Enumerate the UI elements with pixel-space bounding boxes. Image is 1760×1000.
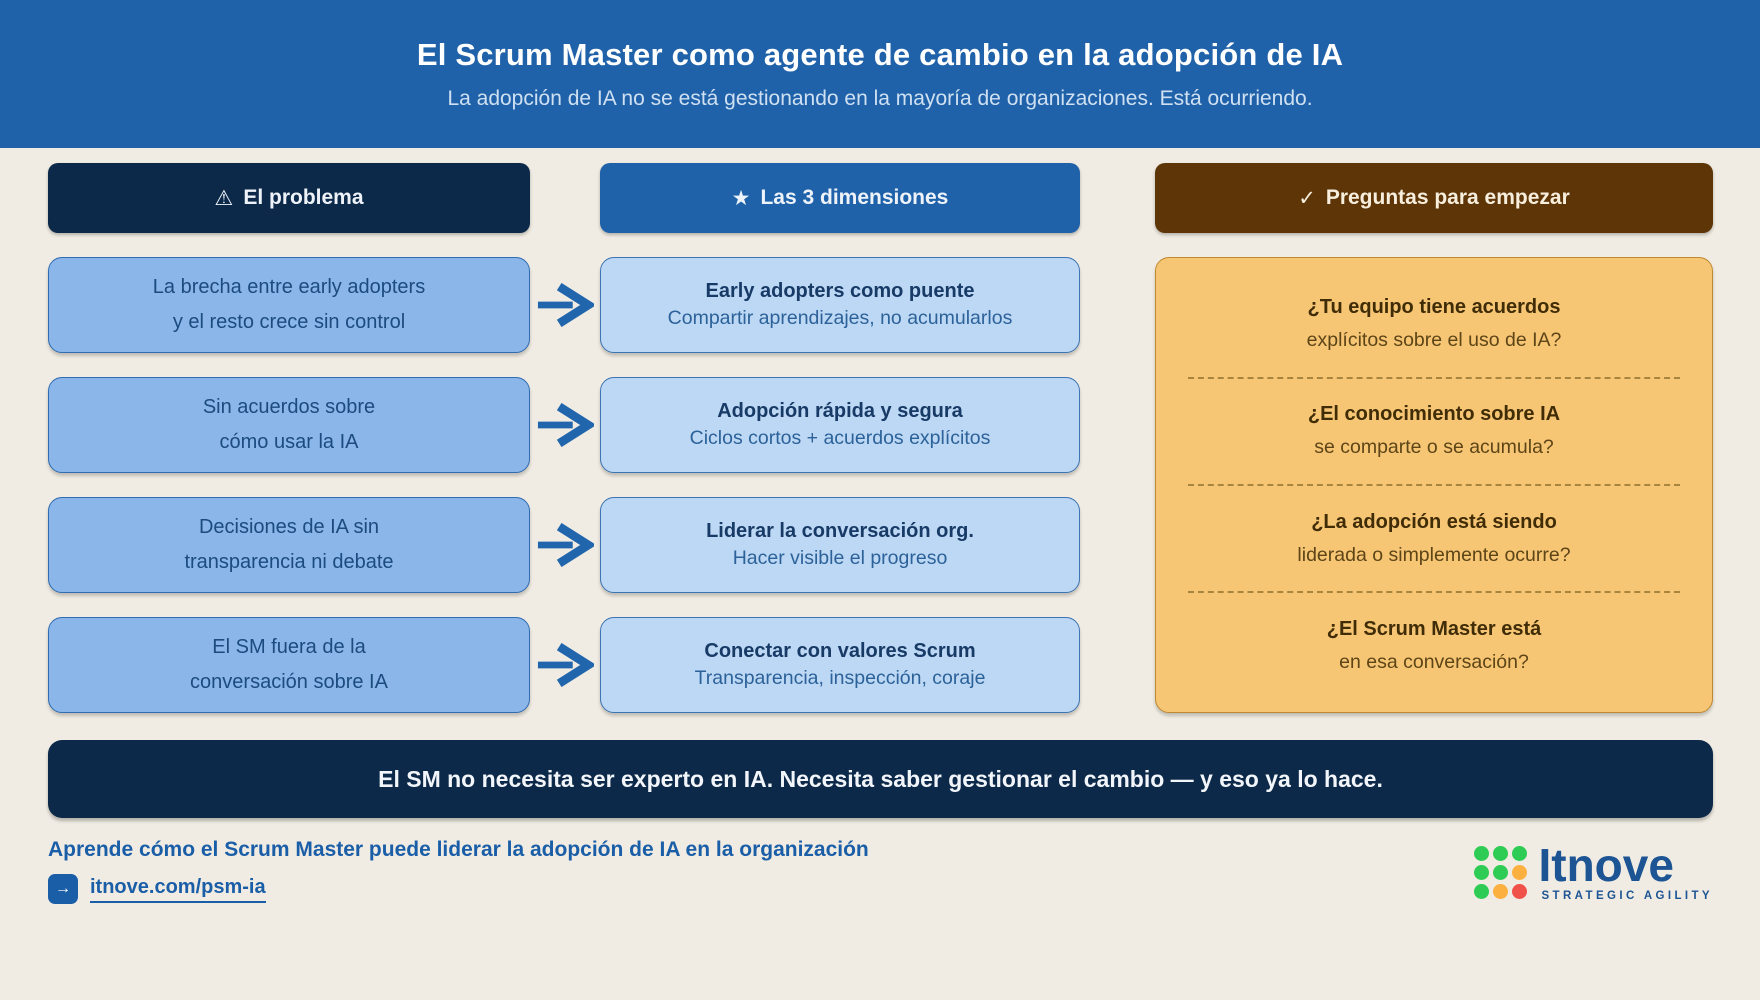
logo-dot [1493,865,1509,880]
question-2-line2: se comparte o se acumula? [1314,436,1554,459]
arrow-cell-3 [530,497,600,593]
question-4-line2: en esa conversación? [1339,650,1529,673]
header-banner: El Scrum Master como agente de cambio en… [0,0,1760,148]
question-divider [1188,591,1680,594]
logo-dots-icon [1474,846,1528,899]
dimensions-column-header: ★ Las 3 dimensiones [600,163,1080,233]
questions-column-title: Preguntas para empezar [1325,186,1570,209]
content-grid: ⚠ El problema ★ Las 3 dimensiones ✓ Preg… [48,163,1713,713]
warning-icon: ⚠ [214,186,234,210]
conclusion-text: El SM no necesita ser experto en IA. Nec… [378,765,1383,792]
logo-tagline: STRATEGIC AGILITY [1541,890,1713,902]
logo-dot [1512,884,1528,899]
problem-column-header: ⚠ El problema [48,163,530,233]
logo-dot [1474,884,1490,899]
arrow-right-icon: → [55,880,71,897]
question-2: ¿El conocimiento sobre IA se comparte o … [1186,399,1682,463]
dimension-item-4-title: Conectar con valores Scrum [704,640,976,662]
dimension-item-1: Early adopters como puente Compartir apr… [600,257,1080,353]
footer-heading: Aprende cómo el Scrum Master puede lider… [48,838,869,861]
question-4: ¿El Scrum Master está en esa conversació… [1186,614,1682,678]
arrow-right-icon [537,283,594,327]
page-title: El Scrum Master como agente de cambio en… [416,37,1344,72]
problem-column-title: El problema [243,186,364,209]
problem-item-3-line2: transparencia ni debate [184,551,394,573]
arrow-right-icon [537,523,594,567]
question-3: ¿La adopción está siendo liderada o simp… [1186,507,1682,571]
dimension-item-3-title: Liderar la conversación org. [706,520,974,542]
check-icon: ✓ [1298,186,1316,210]
question-2-line1: ¿El conocimiento sobre IA [1307,403,1561,426]
arrow-cell-2 [530,377,600,473]
dimension-item-1-title: Early adopters como puente [705,280,975,302]
page-subtitle: La adopción de IA no se está gestionando… [447,87,1313,110]
problem-item-2-line1: Sin acuerdos sobre [202,396,376,418]
questions-column-header: ✓ Preguntas para empezar [1155,163,1713,233]
dimension-item-3-subtitle: Hacer visible el progreso [732,547,948,569]
dimension-item-1-subtitle: Compartir aprendizajes, no acumularlos [667,307,1013,329]
dimension-item-4-subtitle: Transparencia, inspección, coraje [694,667,986,689]
problem-item-1-line2: y el resto crece sin control [172,311,406,333]
questions-panel: ¿Tu equipo tiene acuerdos explícitos sob… [1155,257,1713,713]
conclusion-banner: El SM no necesita ser experto en IA. Nec… [48,740,1713,818]
problem-item-2-line2: cómo usar la IA [219,431,359,453]
dimension-item-2-subtitle: Ciclos cortos + acuerdos explícitos [689,427,991,449]
star-icon: ★ [731,186,751,210]
question-3-line1: ¿La adopción está siendo [1311,510,1557,533]
problem-item-4-line1: El SM fuera de la [212,636,366,658]
problem-item-3: Decisiones de IA sin transparencia ni de… [48,497,530,593]
question-divider [1188,483,1680,486]
logo-dot [1474,865,1490,880]
logo-text: Itnove STRATEGIC AGILITY [1538,839,1713,902]
dimension-item-2: Adopción rápida y segura Ciclos cortos +… [600,377,1080,473]
question-3-line2: liderada o simplemente ocurre? [1297,543,1571,566]
itnove-logo: Itnove STRATEGIC AGILITY [1474,839,1713,902]
arrow-cell-1 [530,257,600,353]
problem-item-3-line1: Decisiones de IA sin [198,516,380,538]
logo-dot [1512,865,1528,880]
arrow-right-icon [537,403,594,447]
problem-item-2: Sin acuerdos sobre cómo usar la IA [48,377,530,473]
logo-dot [1474,846,1490,861]
link-arrow-button[interactable]: → [48,874,78,904]
question-4-line1: ¿El Scrum Master está [1326,617,1542,640]
logo-dot [1512,846,1528,861]
question-1-line2: explícitos sobre el uso de IA? [1306,329,1562,351]
arrow-right-icon [537,643,594,687]
dimension-item-4: Conectar con valores Scrum Transparencia… [600,617,1080,713]
footer: Aprende cómo el Scrum Master puede lider… [48,838,1713,904]
psm-ia-link[interactable]: itnove.com/psm-ia [90,876,266,903]
arrow-cell-4 [530,617,600,713]
problem-item-1: La brecha entre early adopters y el rest… [48,257,530,353]
footer-link-row: → itnove.com/psm-ia [48,874,869,904]
dimension-item-3: Liderar la conversación org. Hacer visib… [600,497,1080,593]
problem-item-4-line2: conversación sobre IA [190,671,388,693]
footer-cta: Aprende cómo el Scrum Master puede lider… [48,838,869,904]
logo-dot [1493,884,1509,899]
problem-item-4: El SM fuera de la conversación sobre IA [48,617,530,713]
question-divider [1188,376,1680,379]
dimension-item-2-title: Adopción rápida y segura [717,400,963,422]
logo-dot [1493,846,1509,861]
problem-item-1-line1: La brecha entre early adopters [152,276,426,298]
logo-name: Itnove [1538,839,1674,891]
dimensions-column-title: Las 3 dimensiones [760,186,949,209]
question-1-line1: ¿Tu equipo tiene acuerdos [1307,296,1561,318]
question-1: ¿Tu equipo tiene acuerdos explícitos sob… [1186,292,1682,356]
